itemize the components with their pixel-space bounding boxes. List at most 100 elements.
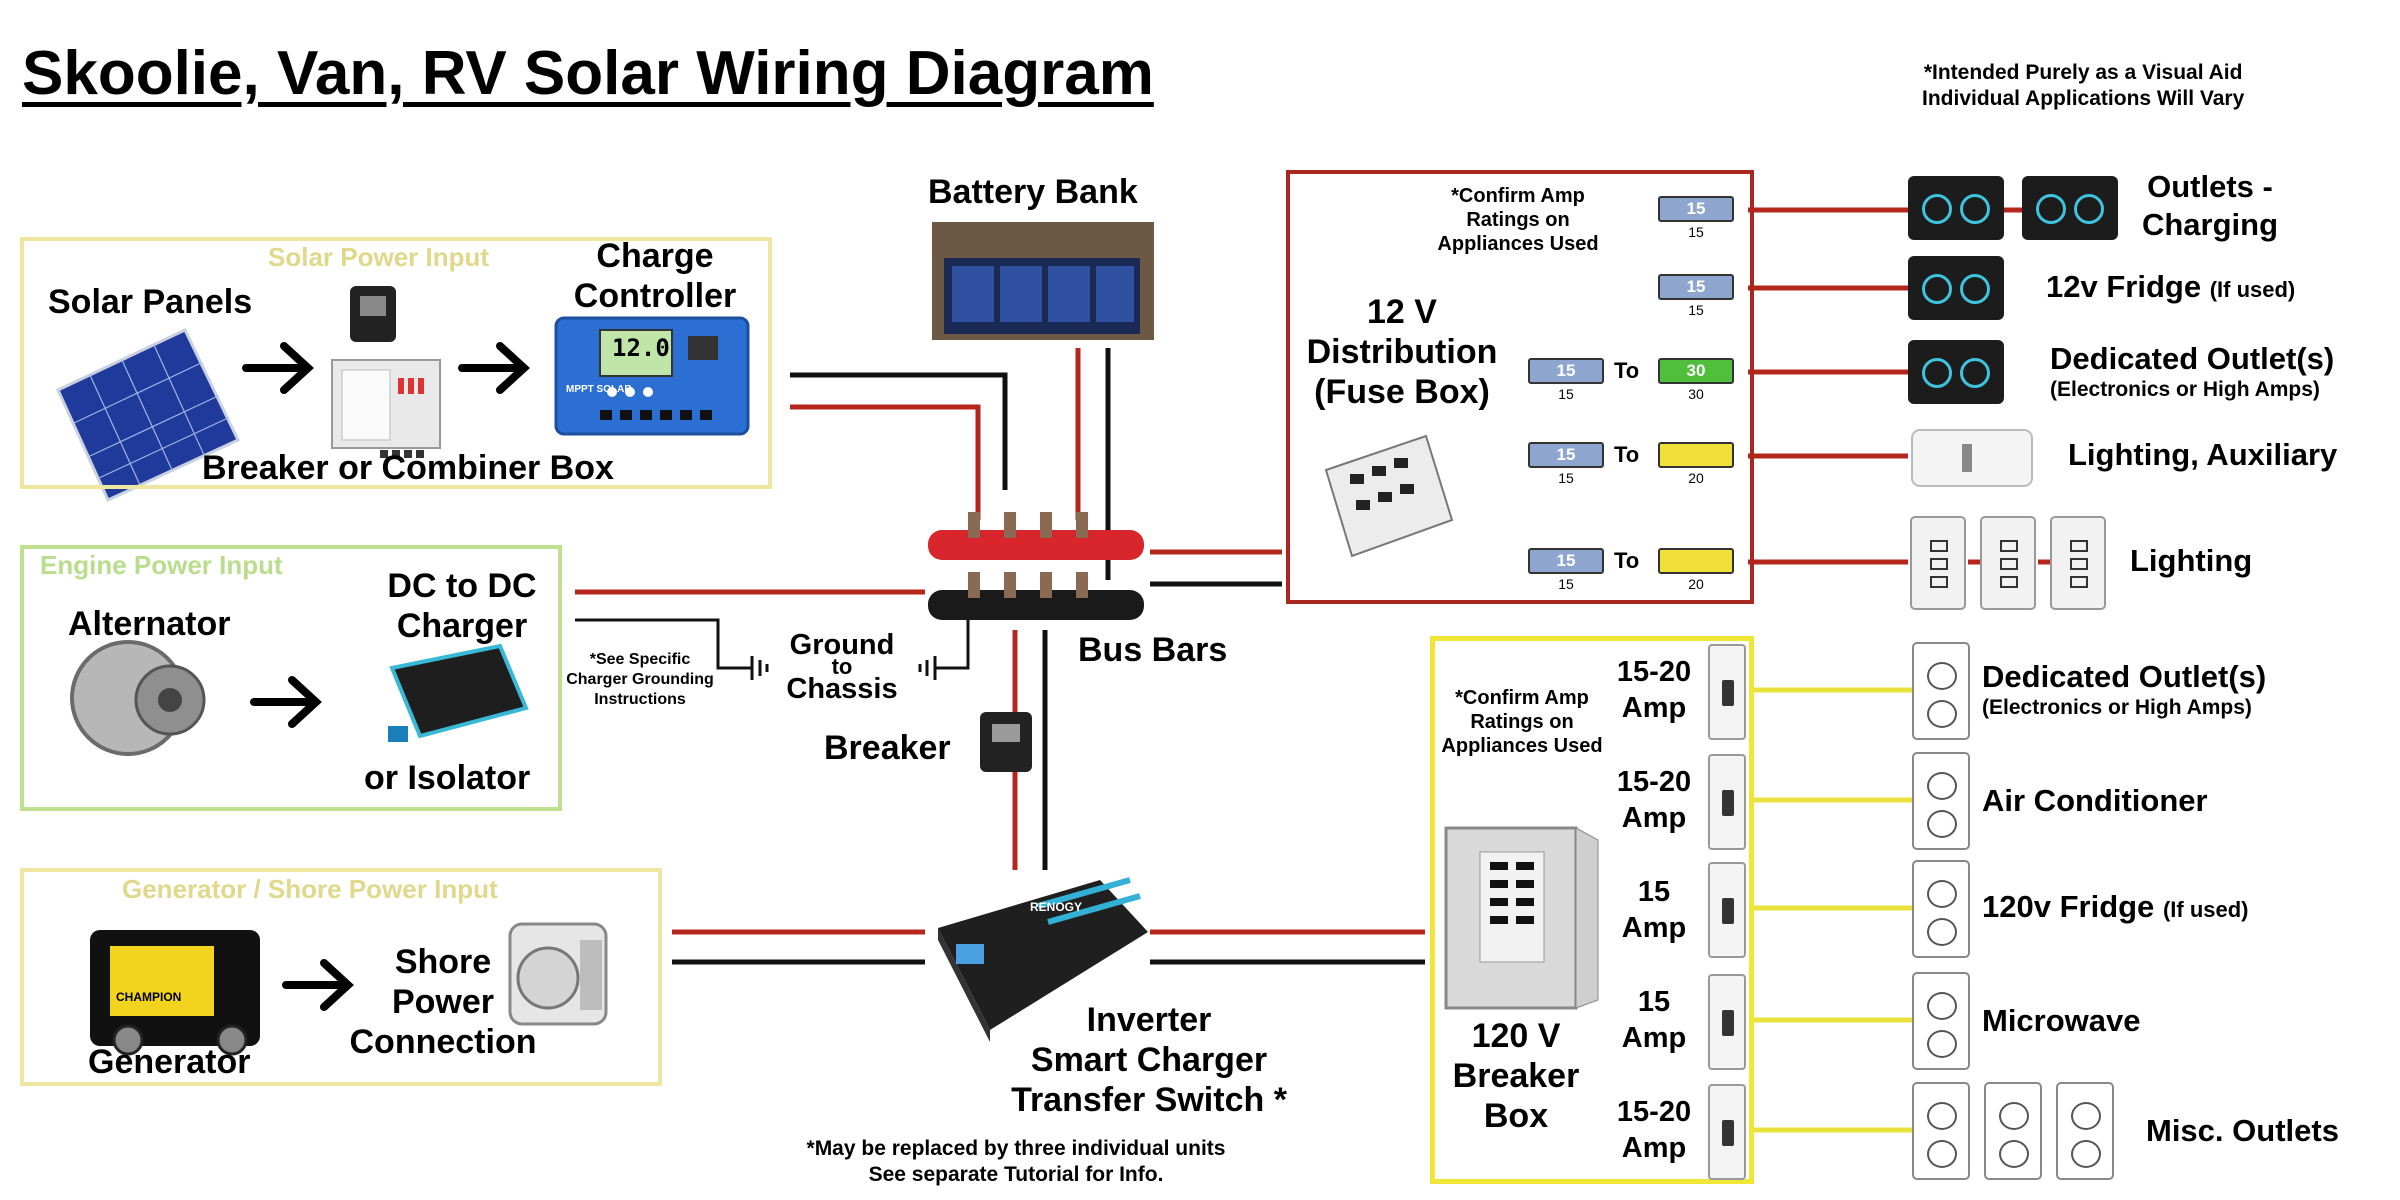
solar-panel-icon <box>56 328 241 502</box>
breakerbox-label-3: Box <box>1483 1097 1549 1135</box>
fuse-5-to: 20 <box>1658 548 1734 574</box>
outlets-charging-label-1: Outlets - <box>2147 169 2273 204</box>
outlets-charging-label: Outlets - Charging <box>2124 168 2296 244</box>
fuse-4-to-rating: 20 <box>1688 470 1704 486</box>
air-conditioner-label: Air Conditioner <box>1982 783 2208 818</box>
battery-bank-icon <box>932 222 1154 340</box>
fuse-3-to-rating: 30 <box>1688 386 1704 402</box>
generator-section-label: Generator / Shore Power Input <box>122 874 498 904</box>
breaker-1-line-2: Amp <box>1621 692 1687 724</box>
usb-outlet-icon <box>2022 176 2118 240</box>
isolator-label: or Isolator <box>364 759 531 797</box>
shore-power-inlet-icon <box>508 922 608 1026</box>
shore-label-3: Connection <box>349 1023 537 1061</box>
outlets-charging-label-2: Charging <box>2141 207 2279 242</box>
fusebox-note-1: *Confirm Amp <box>1451 185 1585 207</box>
bus-bars-label: Bus Bars <box>1078 631 1228 669</box>
generator-label: Generator <box>88 1043 251 1081</box>
shore-power-label: Shore Power Connection <box>338 942 548 1062</box>
light-switch-icon <box>1910 516 1966 610</box>
fusebox-label-3: (Fuse Box) <box>1314 373 1490 411</box>
breakerbox-note-3: Appliances Used <box>1441 735 1603 757</box>
microwave-label: Microwave <box>1982 1003 2141 1038</box>
usb-outlet-icon <box>1908 340 2004 404</box>
bus-bar-negative-icon <box>928 572 1144 620</box>
receptacle-icon <box>1912 752 1970 850</box>
breakerbox-note-1: *Confirm Amp <box>1455 687 1589 709</box>
fuse-5-to-rating: 20 <box>1688 576 1704 592</box>
fuse-2: 15 <box>1658 274 1734 300</box>
fuse-4-from-rating: 15 <box>1558 470 1574 486</box>
charge-controller-label-2: Controller <box>573 277 737 315</box>
dcdc-charger-label: DC to DC Charger <box>370 566 554 646</box>
breaker-rating-4: 15 Amp <box>1600 984 1708 1056</box>
fuse-2-rating: 15 <box>1688 302 1704 318</box>
inverter-note-2: See separate Tutorial for Info. <box>868 1163 1164 1186</box>
solar-section-frame <box>20 237 772 489</box>
ground-symbol-left <box>750 656 769 680</box>
breaker-3-line-1: 15 <box>1637 876 1671 908</box>
circuit-breaker-icon <box>1708 1084 1746 1180</box>
receptacle-icon <box>2056 1082 2114 1180</box>
breaker-2-line-1: 15-20 <box>1616 766 1692 798</box>
fuse-5-to-label: To <box>1614 548 1640 573</box>
ac-dedicated-note: (Electronics or High Amps) <box>1982 696 2252 719</box>
arrow-icon <box>242 342 530 1011</box>
charge-controller-label-1: Charge <box>596 237 714 275</box>
usb-outlet-icon <box>1908 256 2004 320</box>
receptacle-icon <box>1984 1082 2042 1180</box>
dcdc-label-1: DC to DC <box>387 567 537 605</box>
usb-outlet-icon <box>1908 176 2004 240</box>
ac-fridge-text: 120v Fridge <box>1982 889 2155 924</box>
charge-controller-lcd: 12.0 <box>612 334 670 362</box>
grounding-note-2: Charger Grounding <box>566 671 714 688</box>
charge-controller-icon <box>554 316 750 436</box>
solar-breaker-icon <box>350 286 396 342</box>
fusebox-frame <box>1286 170 1754 604</box>
shore-label-1: Shore <box>394 943 492 981</box>
breakerbox-label: 120 V Breaker Box <box>1436 1016 1596 1136</box>
inverter-label-3: Transfer Switch * <box>1011 1081 1287 1119</box>
charge-controller-brand: MPPT SOLAR <box>566 384 632 395</box>
page-title: Skoolie, Van, RV Solar Wiring Diagram <box>22 39 1154 108</box>
circuit-breaker-icon <box>1708 754 1746 850</box>
lighting-label: Lighting <box>2130 543 2253 578</box>
fuse-4-from: 15 <box>1528 442 1604 468</box>
charge-controller-label: Charge Controller <box>570 236 740 316</box>
light-switch-icon <box>1980 516 2036 610</box>
inline-breaker-icon <box>980 712 1032 772</box>
ground-chassis-label: Ground to Chassis <box>778 629 906 704</box>
grounding-note: *See Specific Charger Grounding Instruct… <box>560 650 720 710</box>
generator-icon <box>90 930 260 1056</box>
receptacle-icon <box>1912 642 1970 740</box>
combiner-box-icon <box>331 359 441 458</box>
battery-bank-label: Battery Bank <box>928 173 1138 211</box>
alternator-label: Alternator <box>68 605 231 643</box>
solar-panels-label: Solar Panels <box>48 283 253 321</box>
generator-brand: CHAMPION <box>116 990 182 1004</box>
lighting-aux-label: Lighting, Auxiliary <box>2068 437 2338 472</box>
ground-label-2: to <box>831 654 853 679</box>
breaker-1-line-1: 15-20 <box>1616 656 1692 688</box>
fuse-5-from-rating: 15 <box>1558 576 1574 592</box>
inverter-brand: RENOGY <box>1030 900 1083 914</box>
disclaimer-line-2: Individual Applications Will Vary <box>1922 87 2245 110</box>
disclaimer-line-1: *Intended Purely as a Visual Aid <box>1923 61 2243 84</box>
circuit-breaker-icon <box>1708 644 1746 740</box>
breakerbox-label-1: 120 V <box>1471 1017 1561 1055</box>
breakerbox-note-2: Ratings on <box>1470 711 1574 733</box>
breakerbox-frame <box>1430 636 1754 1184</box>
fusebox-note: *Confirm Amp Ratings on Appliances Used <box>1420 184 1616 256</box>
inverter-label-1: Inverter <box>1086 1001 1212 1039</box>
solar-section-label: Solar Power Input <box>268 242 490 272</box>
ground-symbol-right <box>918 656 937 680</box>
breaker-4-line-1: 15 <box>1637 986 1671 1018</box>
engine-section-label: Engine Power Input <box>40 550 283 580</box>
ground-label-1: Ground <box>789 629 895 661</box>
aux-light-icon <box>1911 429 2033 487</box>
breaker-rating-5: 15-20 Amp <box>1600 1094 1708 1166</box>
fuse-3-from: 15 <box>1528 358 1604 384</box>
fuse-block-icon <box>1324 434 1454 558</box>
disclaimer-note: *Intended Purely as a Visual Aid Individ… <box>1922 60 2244 112</box>
fusebox-label-2: Distribution <box>1306 333 1498 371</box>
